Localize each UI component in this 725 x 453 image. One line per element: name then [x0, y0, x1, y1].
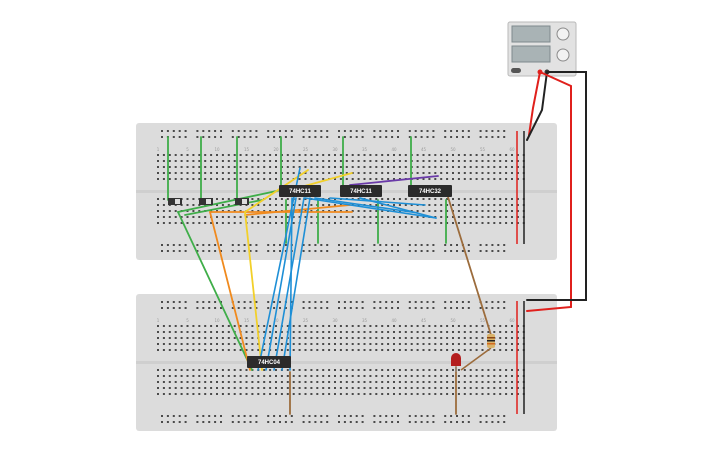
column-number: 50 [450, 318, 456, 323]
column-number: 55 [480, 318, 486, 323]
wire-blue-5 [289, 197, 293, 371]
column-number: 15 [244, 318, 250, 323]
wire-black-supply-top [526, 71, 548, 141]
power-supply[interactable] [507, 21, 577, 77]
column-number: 60 [509, 147, 515, 152]
chip-74hc04-label: 74HC04 [258, 360, 281, 366]
switch-2[interactable] [199, 198, 213, 205]
chip-74hc11-a-label: 74HC11 [289, 189, 311, 195]
chip-74hc11-b-label: 74HC11 [350, 189, 372, 195]
wire-blue-4 [281, 197, 311, 371]
chip-74hc04[interactable]: 74HC04 [247, 356, 291, 368]
wire-red-supply-bottom [526, 71, 572, 312]
column-number: 30 [332, 318, 338, 323]
column-number: 10 [214, 318, 220, 323]
chip-74hc11-b[interactable]: 74HC11 [340, 185, 382, 197]
switch-1[interactable] [168, 198, 182, 205]
column-number: 1 [157, 318, 160, 323]
column-number: 5 [186, 318, 189, 323]
chip-74hc32-label: 74HC32 [419, 189, 442, 195]
voltage-display [511, 25, 551, 43]
wire-blue-6 [304, 197, 437, 219]
wire-blue-7 [314, 197, 419, 214]
resistor[interactable] [487, 334, 495, 348]
column-number: 30 [332, 147, 338, 152]
wire-orange-1 [209, 211, 251, 371]
power-switch[interactable] [511, 68, 521, 73]
column-number: 35 [362, 318, 368, 323]
switch-3[interactable] [235, 198, 249, 205]
column-number: 20 [273, 318, 279, 323]
column-number: 15 [244, 147, 250, 152]
column-number: 10 [214, 147, 220, 152]
wire-green-switch-c [184, 199, 263, 216]
wire-yellow-1 [244, 211, 263, 371]
wire-black-supply-bottom [526, 71, 587, 301]
wire-green-switch-a [177, 211, 253, 371]
current-display [511, 45, 551, 63]
column-number: 60 [509, 318, 515, 323]
chip-74hc32[interactable]: 74HC32 [408, 185, 452, 197]
wires [167, 71, 587, 415]
column-number: 35 [362, 147, 368, 152]
chip-74hc11-a[interactable]: 74HC11 [279, 185, 321, 197]
column-number: 25 [303, 318, 309, 323]
column-number: 40 [391, 318, 397, 323]
wire-blue-1 [257, 167, 301, 371]
wire-brown-output [447, 196, 492, 336]
wire-blue-3 [273, 197, 305, 371]
column-number: 20 [273, 147, 279, 152]
wire-blue-9 [329, 197, 426, 206]
column-number: 1 [157, 147, 160, 152]
column-number: 45 [421, 147, 427, 152]
column-number: 50 [450, 147, 456, 152]
column-number: 5 [186, 147, 189, 152]
current-knob[interactable] [556, 48, 570, 62]
led[interactable] [451, 347, 492, 372]
wire-orange-3 [244, 204, 351, 216]
breadboard-bottom [136, 294, 557, 431]
column-number: 45 [421, 318, 427, 323]
column-number: 25 [303, 147, 309, 152]
voltage-knob[interactable] [556, 27, 570, 41]
wire-purple [349, 175, 439, 186]
wire-red-supply-top [528, 71, 541, 136]
column-number: 40 [391, 147, 397, 152]
rail-lines [516, 131, 525, 414]
column-number: 55 [480, 147, 486, 152]
